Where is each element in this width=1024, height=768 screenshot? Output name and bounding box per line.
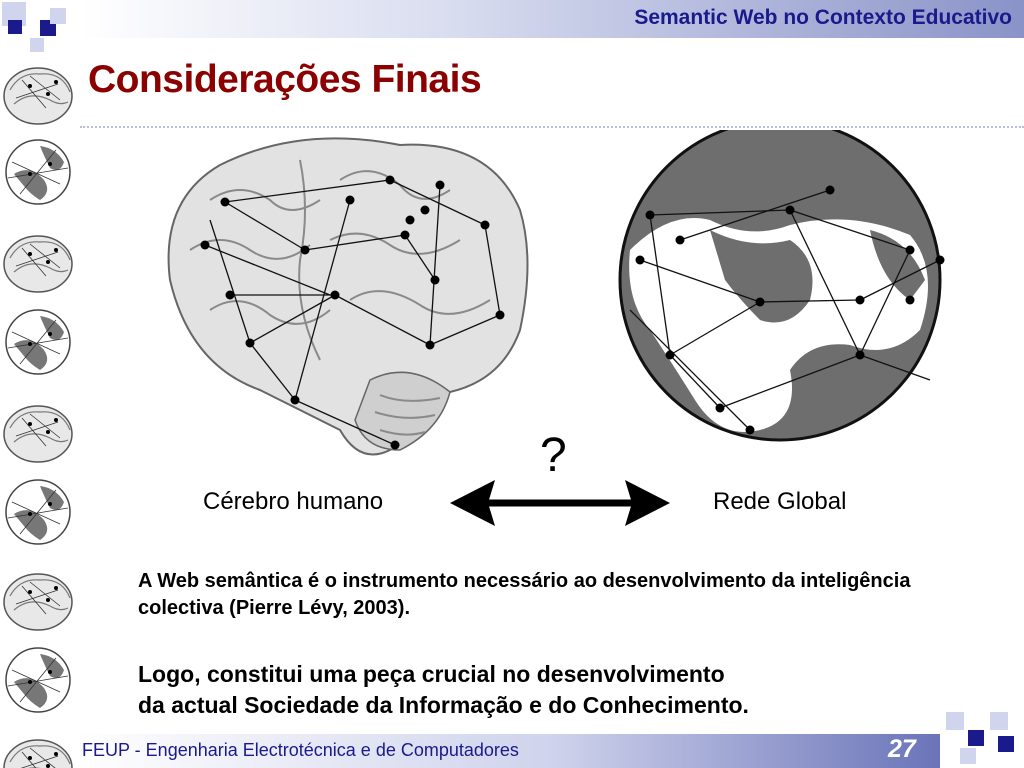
logo-squares-icon (2, 2, 66, 52)
paragraph-2-line-2: da actual Sociedade da Informação e do C… (138, 692, 749, 718)
header-title: Semantic Web no Contexto Educativo (634, 6, 1012, 29)
double-arrow-icon (450, 480, 670, 526)
paragraph-1: A Web semântica é o instrumento necessár… (138, 570, 911, 619)
brain-globe-illustration (167, 130, 945, 526)
thumbnail-column (3, 67, 73, 768)
brain-label: Cérebro humano (203, 488, 384, 515)
globe-image (618, 130, 945, 442)
corner-squares-icon (946, 712, 1014, 764)
header-bar (80, 0, 1024, 38)
page-number: 27 (888, 735, 916, 763)
paragraph-2: Logo, constitui uma peça crucial no dese… (138, 659, 998, 721)
title-divider (80, 126, 1024, 128)
slide-title: Considerações Finais (88, 58, 482, 101)
brain-image (167, 137, 529, 456)
question-mark: ? (540, 429, 567, 482)
footer-bar (76, 734, 940, 768)
paragraph-2-line-1: Logo, constitui uma peça crucial no dese… (138, 661, 725, 687)
globe-label: Rede Global (713, 488, 847, 515)
footer-text: FEUP - Engenharia Electrotécnica e de Co… (82, 740, 519, 760)
